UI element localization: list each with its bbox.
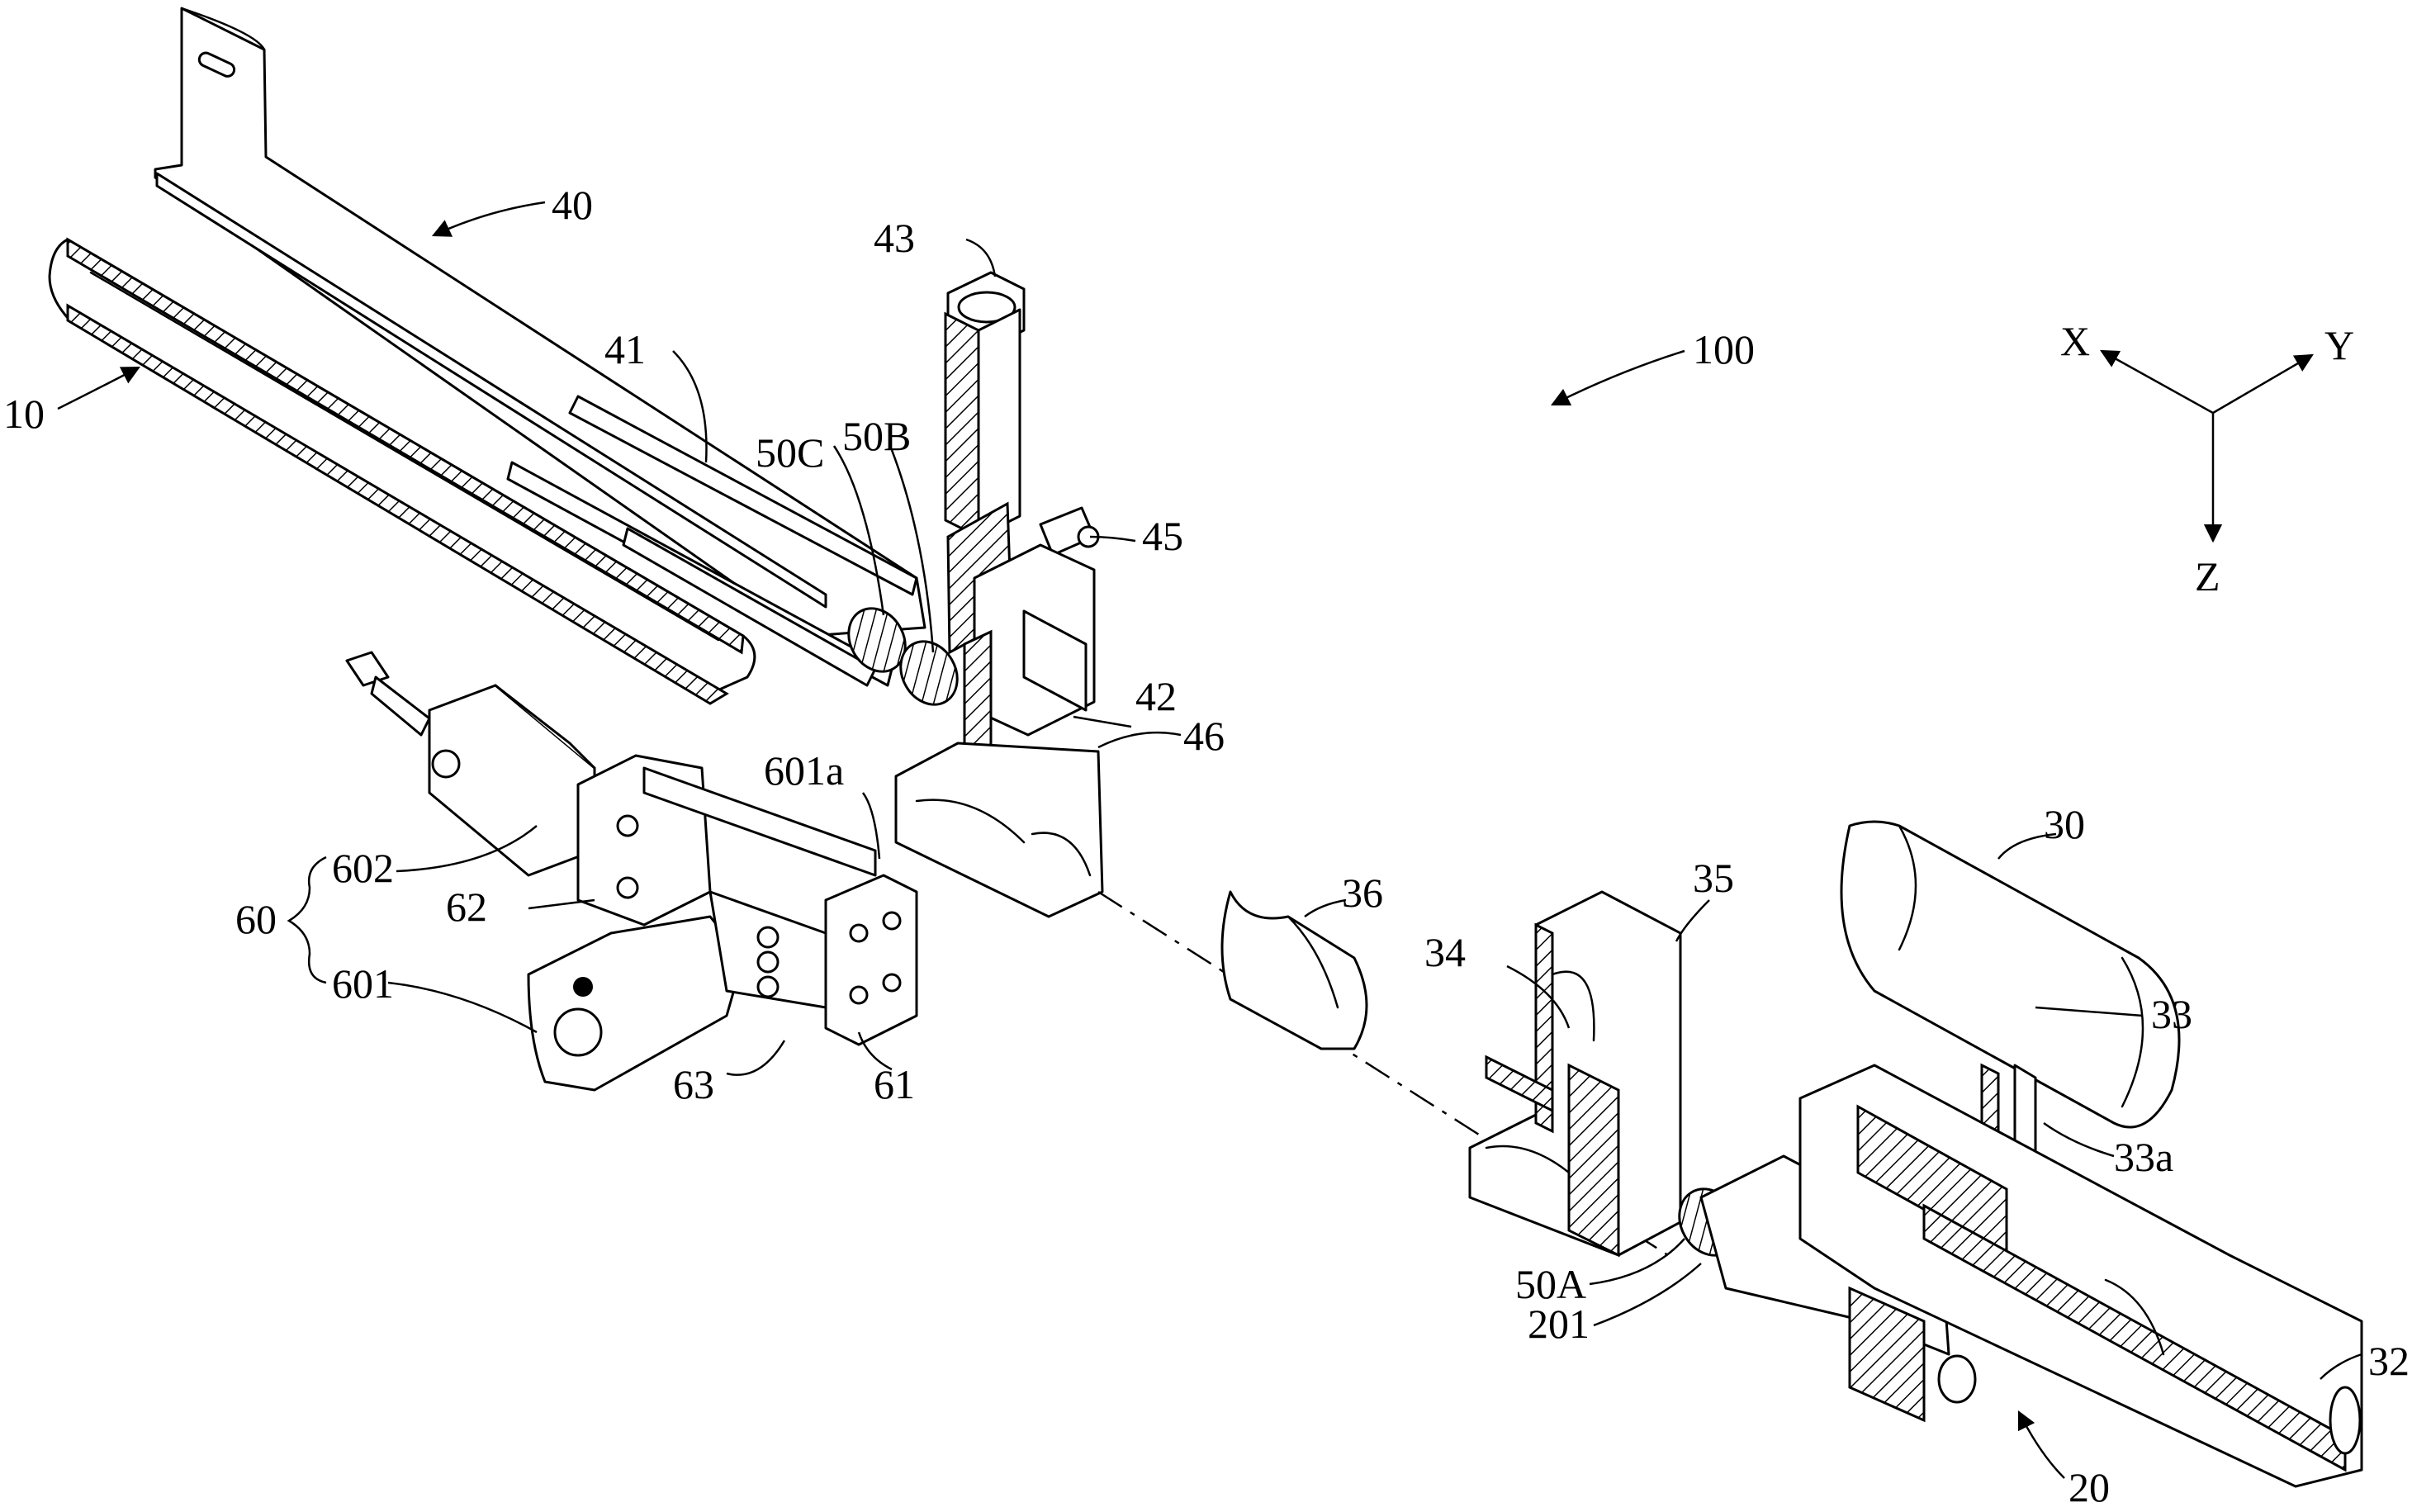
label-43: 43: [874, 215, 915, 261]
cylinder-602: [347, 652, 595, 875]
label-100: 100: [1693, 326, 1755, 372]
label-602: 602: [332, 845, 394, 891]
plate-61: [826, 875, 917, 1045]
axis-indicator: [2102, 351, 2312, 541]
label-62: 62: [446, 884, 487, 930]
valve-body-32: [1800, 1065, 2362, 1486]
label-36: 36: [1342, 870, 1383, 916]
housing-35: [1470, 892, 1680, 1255]
label-601: 601: [332, 960, 394, 1007]
nozzle-base-46: [896, 743, 1102, 917]
label-33: 33: [2151, 991, 2192, 1037]
label-10: 10: [3, 391, 45, 437]
label-42: 42: [1135, 673, 1177, 719]
label-35: 35: [1693, 855, 1734, 901]
label-45: 45: [1142, 513, 1183, 559]
block-63: [710, 892, 826, 1007]
label-50C: 50C: [756, 429, 824, 476]
label-63: 63: [673, 1061, 714, 1107]
label-41: 41: [604, 326, 646, 372]
label-40: 40: [552, 182, 593, 228]
label-34: 34: [1424, 929, 1466, 975]
label-33a: 33a: [2114, 1134, 2173, 1180]
label-61: 61: [874, 1061, 915, 1107]
label-601a: 601a: [764, 747, 844, 794]
label-60: 60: [235, 896, 277, 942]
axis-z-label: Z: [2195, 553, 2220, 600]
axis-y-label: Y: [2324, 322, 2354, 368]
label-46: 46: [1183, 713, 1225, 759]
label-30: 30: [2044, 801, 2085, 847]
label-32: 32: [2368, 1338, 2410, 1384]
label-20: 20: [2068, 1464, 2110, 1510]
label-201: 201: [1528, 1301, 1590, 1347]
label-50B: 50B: [842, 413, 911, 459]
axis-x-label: X: [2060, 318, 2090, 364]
